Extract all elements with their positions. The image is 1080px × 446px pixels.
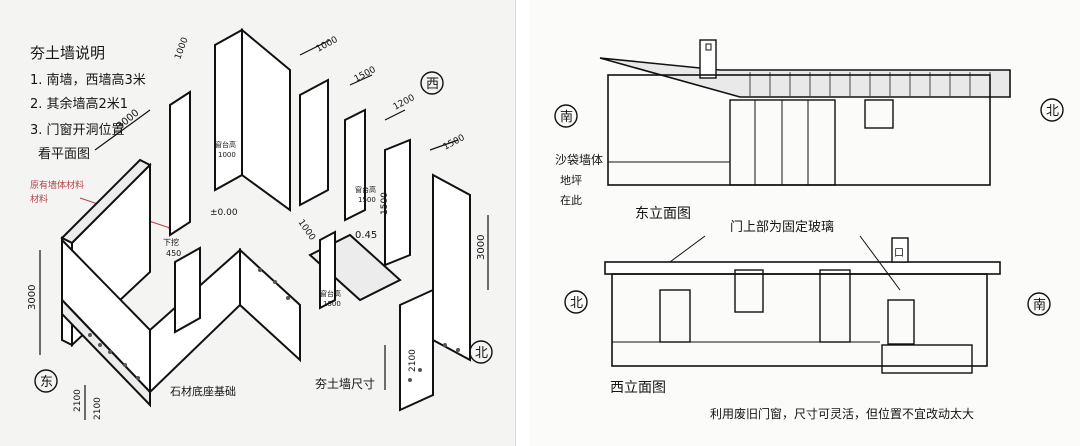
west-north-label: 北: [570, 296, 583, 311]
east-chimney-mark: [705, 43, 712, 51]
sill-label-3a: 窗台高: [320, 289, 341, 298]
dim-line-1000-top: [299, 39, 331, 56]
pier-3: [344, 108, 366, 222]
east-label: 东: [40, 375, 53, 390]
sill-label-1a: 窗台高: [215, 140, 236, 149]
wall-front-right: [239, 247, 301, 363]
dim-2100-a: 2100: [73, 389, 83, 412]
front-pier: [174, 246, 201, 334]
dim-2100-c: 2100: [93, 397, 103, 420]
pier-2: [299, 78, 329, 207]
west-north-circle: [564, 290, 588, 314]
wall-base-front-left: [61, 297, 151, 408]
west-door-base: [881, 344, 973, 374]
east-roof: [599, 57, 1011, 98]
down-label-b: 450: [166, 249, 181, 258]
west-south-circle: [1027, 292, 1051, 316]
west-elevation: 口 门上部为固定玻璃 西立面图 利用废旧门窗，尺寸可灵活，但位置不宜改动太大 北…: [564, 220, 1051, 421]
dim-045: 0.45: [355, 230, 377, 241]
pier-4: [384, 138, 411, 267]
dim-1000-b: 1000: [315, 35, 340, 55]
west-wall-outline: [611, 273, 988, 367]
dim-line-1200: [384, 109, 406, 121]
dim-3000-b: 3000: [27, 285, 38, 310]
west-roof-mark: 口: [894, 248, 904, 259]
dim-1500-d: 1500: [380, 192, 390, 215]
notes-title: 夯土墙说明: [30, 44, 105, 62]
dim-line-1500-right: [429, 139, 459, 151]
west-window-1: [659, 289, 691, 343]
west-top-leader: [669, 235, 706, 263]
inner-pier: [319, 230, 336, 310]
east-north-circle: [1040, 98, 1064, 122]
red-note-2: 材料: [30, 193, 48, 205]
dim-1500-a: 1500: [353, 65, 378, 85]
east-sandbag-note-1: 沙袋墙体: [555, 153, 603, 167]
east-compass-circle: [34, 369, 58, 393]
east-elevation-title: 东立面图: [635, 206, 691, 222]
dim-1000-c: 1000: [296, 218, 317, 243]
east-south-label: 南: [560, 109, 573, 125]
dim-3000-c: 3000: [476, 235, 487, 260]
west-door-window: [887, 299, 915, 345]
note-2: 2. 其余墙高2米1: [30, 96, 128, 112]
red-note-1: 原有墙体材料: [30, 179, 84, 191]
west-top-note: 门上部为固定玻璃: [730, 220, 834, 235]
dim-2100-b: 2100: [408, 349, 418, 372]
tall-wall-b: [241, 27, 291, 212]
caption-stone-base: 石材底座基础: [170, 384, 236, 398]
down-label-a: 下挖: [163, 237, 179, 247]
north-label: 北: [475, 346, 488, 361]
isometric-wall-sketch: 夯土墙说明 1. 南墙，西墙高3米 2. 其余墙高2米1 3. 门窗开洞位置 看…: [0, 0, 516, 446]
caption-wall-size: 夯土墙尺寸: [315, 377, 375, 391]
west-window-2: [734, 269, 764, 313]
west-chimney: [891, 237, 909, 263]
isometric-drawing: 夯土墙说明 1. 南墙，西墙高3米 2. 其余墙高2米1 3. 门窗开洞位置 看…: [27, 27, 493, 420]
elevation-drawing: 沙袋墙体 地坪 在此 东立面图 南 北 口 门上部为固定玻璃 西立面图 利用废: [554, 39, 1064, 421]
east-chimney: [699, 39, 717, 79]
east-south-circle: [554, 104, 578, 128]
west-window-3: [819, 269, 851, 343]
west-label: 西: [426, 77, 439, 92]
east-sandbag-note-2: 地坪: [560, 174, 582, 187]
sill-label-1b: 1000: [218, 151, 236, 159]
west-top-leader-2: [859, 235, 901, 291]
east-elevation: 沙袋墙体 地坪 在此 东立面图 南 北: [554, 39, 1064, 222]
east-window: [864, 99, 894, 129]
sill-label-3b: 1500: [323, 300, 341, 308]
sill-label-2b: 1500: [358, 196, 376, 204]
note-3: 3. 门窗开洞位置: [30, 122, 125, 138]
dim-zero: ±0.00: [210, 208, 238, 218]
west-elevation-title: 西立面图: [610, 380, 666, 396]
tall-wall-a: [214, 28, 243, 192]
dim-line-1500-top: [349, 74, 373, 86]
east-sandbag-note-3: 在此: [560, 194, 582, 207]
stone-base-texture: [88, 268, 460, 382]
east-north-label: 北: [1046, 104, 1059, 119]
dim-1000-a: 1000: [173, 36, 190, 61]
north-compass-circle: [469, 340, 493, 364]
elevation-sketches: 沙袋墙体 地坪 在此 东立面图 南 北 口 门上部为固定玻璃 西立面图 利用废: [530, 0, 1080, 446]
note-1: 1. 南墙，西墙高3米: [30, 72, 146, 88]
west-roof-edge: [604, 261, 1001, 275]
west-compass-circle: [420, 71, 444, 95]
west-bottom-note: 利用废旧门窗，尺寸可灵活，但位置不宜改动太大: [710, 406, 974, 421]
dim-line-3000-top: [94, 109, 151, 151]
right-wall-face: [432, 173, 471, 362]
pier-1: [169, 90, 191, 237]
west-south-label: 南: [1033, 297, 1046, 313]
dim-1500-c: 1500: [442, 133, 467, 153]
sill-label-2a: 窗台高: [355, 185, 376, 194]
note-4: 看平面图: [38, 146, 90, 162]
